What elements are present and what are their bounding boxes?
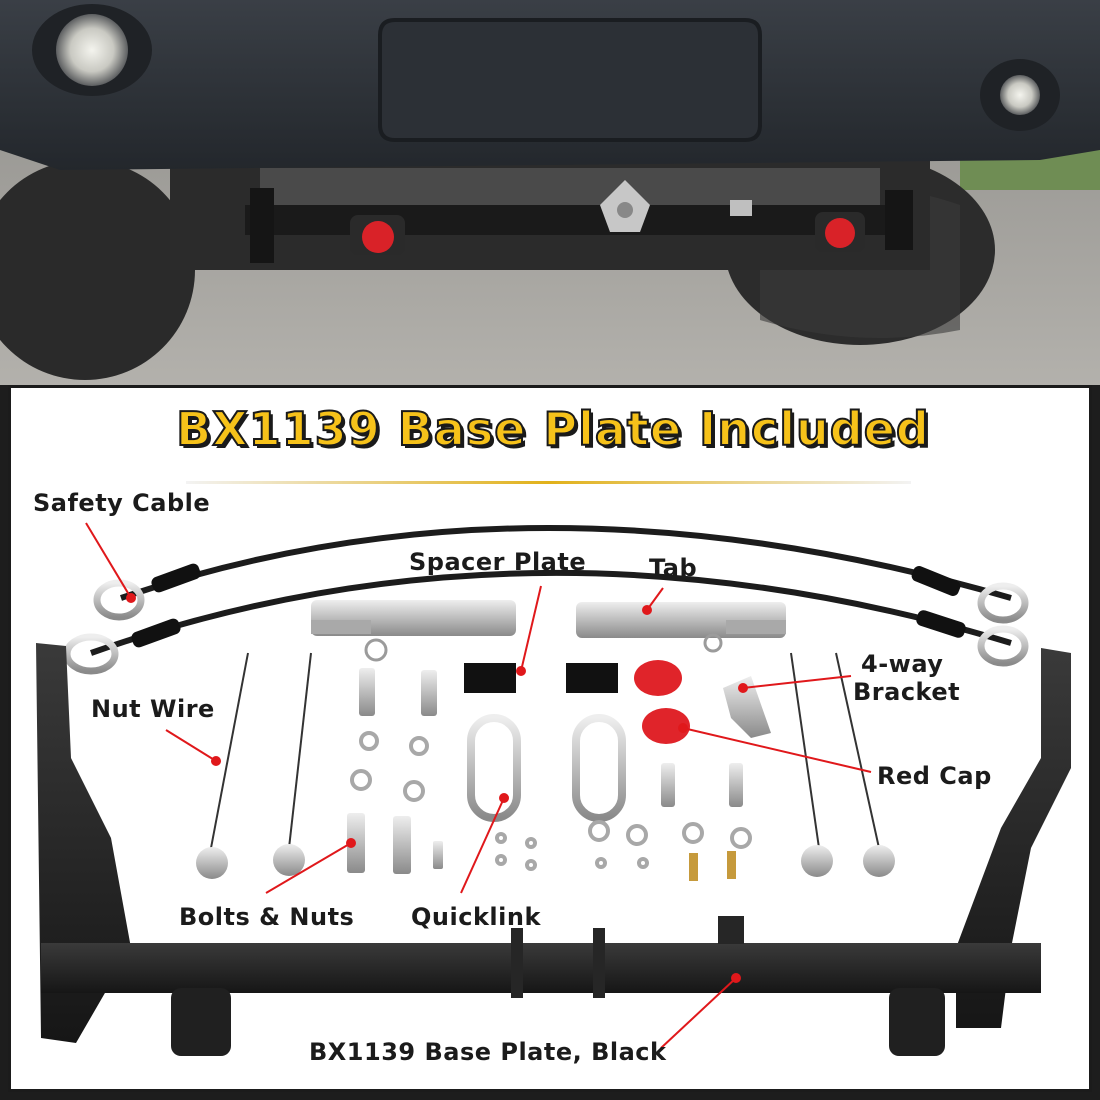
heading-divider [186,481,911,484]
label-red-cap: Red Cap [877,762,992,790]
label-quicklink: Quicklink [411,903,541,931]
installed-red-cap-left [362,221,394,253]
label-tab: Tab [649,554,698,582]
label-four-way-line1: 4-way [861,650,944,678]
panel-heading: BX1139 Base Plate Included [175,401,930,457]
four-way-bracket [723,676,771,738]
base-plate-crossbar [41,943,1041,993]
spacer-plate-right [566,663,618,693]
flange-nuts [196,844,895,879]
installed-crossbar [245,205,910,235]
red-cap-top [634,660,682,696]
safety-cables [63,525,1029,675]
label-spacer-plate: Spacer Plate [409,548,587,576]
parts-diagram [36,522,1071,1056]
quicklink-right [572,714,626,822]
label-four-way-line2: Bracket [853,678,961,706]
label-nut-wire: Nut Wire [91,695,215,723]
left-tire [0,160,195,380]
quicklink-left [467,714,521,822]
label-four-way-bracket: 4-way Bracket [853,650,960,706]
installed-red-cap-right [825,218,855,248]
red-cap-bottom [642,708,690,744]
label-base-plate: BX1139 Base Plate, Black [309,1038,667,1066]
tab-pins [311,600,786,662]
bolts [347,668,743,874]
washers-and-nuts [350,731,752,871]
parts-panel: BX1139 Base Plate Included Safety Cable … [8,385,1092,1092]
label-bolts-nuts: Bolts & Nuts [179,903,355,931]
spacer-plate-left [464,663,516,693]
vehicle-front-photo [0,0,1100,385]
callout-lines [85,522,872,1049]
label-safety-cable: Safety Cable [33,489,211,517]
base-plate-right-bracket [956,648,1071,1028]
